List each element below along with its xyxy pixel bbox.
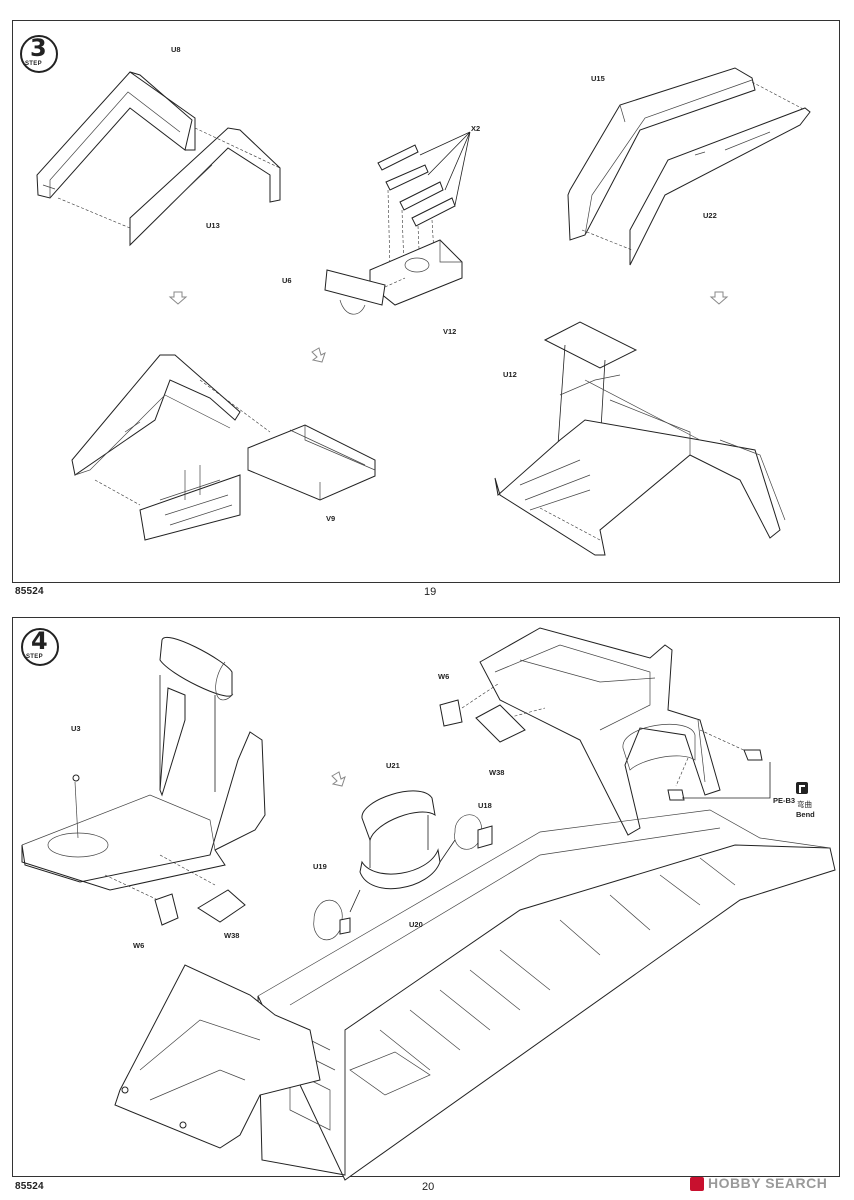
part-label-u12: U12: [503, 370, 517, 379]
right-w6-w38-drawing: [440, 700, 770, 800]
step-label: STEP: [25, 61, 42, 67]
lower-left-assembly-drawing: [72, 355, 270, 540]
part-label-u13: U13: [206, 221, 220, 230]
bend-icon: [796, 782, 808, 794]
product-code: 85524: [15, 1181, 44, 1192]
step-label: STEP: [26, 654, 43, 660]
part-label-w38-left: W38: [224, 931, 240, 940]
part-label-u15: U15: [591, 74, 605, 83]
bend-note-english: Bend: [796, 810, 815, 819]
part-u12-drawing: [545, 322, 636, 480]
part-label-u6: U6: [282, 276, 292, 285]
bend-note-chinese: 弯曲: [797, 800, 812, 809]
part-label-u3: U3: [71, 724, 81, 733]
part-label-u22: U22: [703, 211, 717, 220]
part-label-w6-right: W6: [438, 672, 450, 681]
part-label-u8: U8: [171, 45, 181, 54]
product-code: 85524: [15, 586, 44, 597]
instruction-page-19: 3 STEP: [0, 0, 854, 600]
part-label-w38-right: W38: [489, 768, 505, 777]
part-label-x2: X2: [471, 124, 481, 133]
flow-arrow-right: [711, 292, 727, 304]
tank-parts-drawing: [314, 791, 492, 940]
step-3-badge-icon: 3 STEP: [20, 34, 58, 73]
part-label-v9: V9: [326, 514, 336, 523]
step-4-badge-icon: 4 STEP: [21, 627, 59, 666]
part-label-w6-left: W6: [133, 941, 145, 950]
part-u13-drawing: [58, 128, 280, 245]
flow-arrow-left: [170, 292, 186, 304]
left-subframe-drawing: [22, 637, 265, 900]
part-u22-drawing: [582, 82, 810, 265]
upper-right-frame-drawing: [462, 628, 748, 835]
page-number: 19: [424, 586, 437, 598]
part-label-u21: U21: [386, 761, 400, 770]
left-w6-w38-drawing: [155, 890, 245, 925]
page-number: 20: [422, 1181, 435, 1193]
lower-right-assembly-drawing: [495, 375, 785, 555]
step-number: 3: [30, 34, 47, 62]
step-4-assembly-drawing: [0, 600, 854, 1200]
part-x2-drawing: [378, 132, 470, 272]
flow-arrow-bottom: [332, 772, 345, 786]
instruction-page-20: 4 STEP: [0, 600, 854, 1200]
part-v9-drawing: [248, 425, 375, 500]
part-u8-drawing: [37, 72, 195, 198]
hobbysearch-logo-icon: [690, 1177, 704, 1191]
part-label-v12: V12: [443, 327, 457, 336]
flow-arrow-middle: [312, 348, 325, 362]
step-number: 4: [31, 627, 48, 655]
part-u6-drawing: [325, 270, 405, 314]
part-label-u18: U18: [478, 801, 492, 810]
part-label-u19: U19: [313, 862, 327, 871]
chassis-ladder-frame-drawing: [115, 810, 835, 1180]
part-u15-drawing: [568, 68, 755, 240]
watermark-text: HOBBY SEARCH: [708, 1175, 828, 1191]
part-label-pe-b3: PE-B3: [773, 796, 796, 805]
step-3-assembly-drawing: [0, 0, 854, 600]
part-label-u20: U20: [409, 920, 423, 929]
watermark: HOBBY SEARCH: [690, 1175, 850, 1195]
